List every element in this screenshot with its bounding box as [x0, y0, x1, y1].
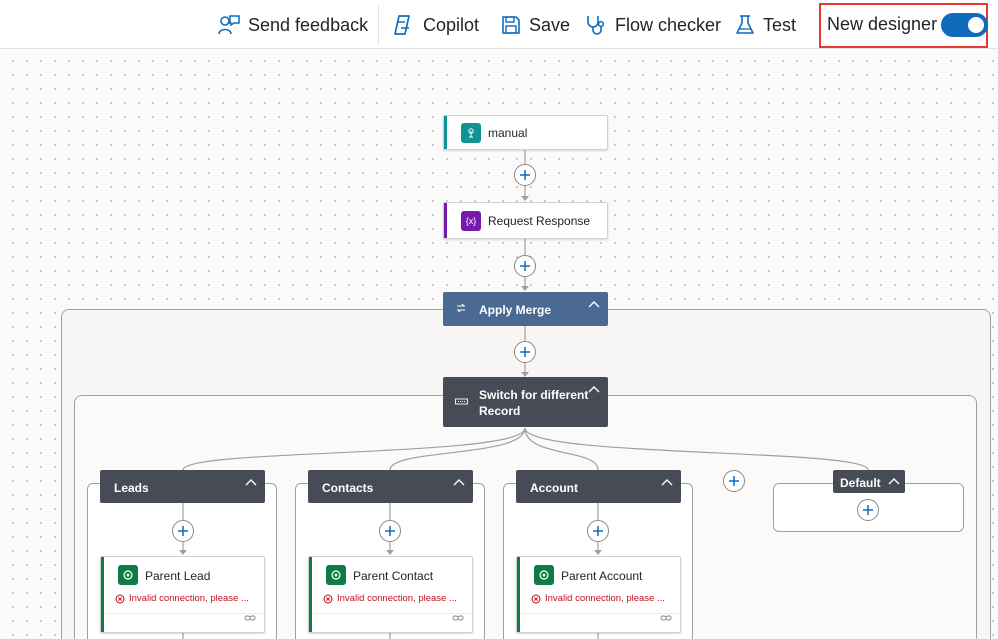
dataverse-icon — [118, 565, 138, 585]
flow-checker-button[interactable]: Flow checker — [585, 8, 721, 42]
error-circle-icon — [115, 594, 125, 603]
action-card-parent-contact[interactable]: Parent Contact Invalid connection, pleas… — [308, 556, 473, 633]
dataverse-icon — [534, 565, 554, 585]
case-header-account[interactable]: Account — [516, 470, 681, 503]
connection-link-icon[interactable] — [660, 612, 672, 626]
plus-icon — [520, 170, 530, 180]
hand-touch-icon — [461, 123, 481, 143]
add-step-button[interactable] — [379, 520, 401, 542]
send-feedback-button[interactable]: Send feedback — [218, 8, 368, 42]
add-step-button[interactable] — [857, 499, 879, 521]
save-label: Save — [529, 14, 571, 35]
card-accent — [444, 116, 447, 149]
card-accent — [444, 203, 447, 238]
send-feedback-label: Send feedback — [248, 14, 369, 35]
designer-toolbar: Send feedback Copilot Save Flow checker … — [0, 0, 998, 49]
apply-merge-header[interactable]: Apply Merge — [443, 292, 608, 326]
toggle-knob — [968, 17, 984, 33]
plus-icon — [520, 347, 530, 357]
error-text: Invalid connection, please ... — [129, 593, 249, 604]
plus-icon — [178, 526, 188, 536]
collapse-chevron-icon[interactable] — [588, 384, 600, 398]
loop-icon — [455, 302, 467, 317]
card-accent — [517, 557, 520, 632]
case-label: Account — [530, 481, 578, 495]
action-card-parent-lead[interactable]: Parent Lead Invalid connection, please .… — [100, 556, 265, 633]
error-text: Invalid connection, please ... — [337, 593, 457, 604]
action-card-request-response[interactable]: {x} Request Response — [443, 202, 608, 239]
error-circle-icon — [531, 594, 541, 603]
switch-title-line2: Record — [479, 404, 521, 418]
error-message: Invalid connection, please ... — [323, 593, 457, 604]
card-divider — [312, 613, 472, 614]
apply-merge-title: Apply Merge — [479, 303, 552, 317]
stethoscope-icon — [585, 14, 607, 36]
card-divider — [520, 613, 680, 614]
add-step-button[interactable] — [587, 520, 609, 542]
action-title: Parent Contact — [353, 569, 434, 583]
request-response-title: Request Response — [488, 214, 591, 228]
error-message: Invalid connection, please ... — [531, 593, 665, 604]
error-circle-icon — [323, 594, 333, 603]
test-label: Test — [763, 14, 797, 35]
case-header-contacts[interactable]: Contacts — [308, 470, 473, 503]
plus-icon — [593, 526, 603, 536]
switch-title-line1: Switch for different — [479, 388, 589, 402]
variable-braces-icon: {x} — [461, 211, 481, 231]
collapse-chevron-icon[interactable] — [661, 477, 673, 491]
collapse-chevron-icon[interactable] — [453, 477, 465, 491]
connection-link-icon[interactable] — [244, 612, 256, 626]
action-title: Parent Lead — [145, 569, 211, 583]
case-label: Contacts — [322, 481, 374, 495]
case-header-leads[interactable]: Leads — [100, 470, 265, 503]
action-title: Parent Account — [561, 569, 643, 583]
card-divider — [104, 613, 264, 614]
test-button[interactable]: Test — [735, 8, 796, 42]
add-step-button[interactable] — [514, 341, 536, 363]
error-message: Invalid connection, please ... — [115, 593, 249, 604]
copilot-label: Copilot — [423, 14, 480, 35]
action-card-parent-account[interactable]: Parent Account Invalid connection, pleas… — [516, 556, 681, 633]
case-label: Default — [840, 476, 881, 490]
copilot-icon — [391, 14, 415, 36]
new-designer-label: New designer — [827, 14, 938, 34]
add-step-button[interactable] — [514, 164, 536, 186]
connector-lines — [179, 149, 869, 639]
plus-icon — [385, 526, 395, 536]
switch-header[interactable]: Switch for different Record — [443, 377, 608, 427]
collapse-chevron-icon[interactable] — [245, 477, 257, 491]
trigger-title: manual — [488, 126, 528, 140]
flow-canvas[interactable]: manual {x} Request Response Apply Merge … — [0, 50, 998, 639]
switch-icon — [455, 396, 468, 410]
add-step-button[interactable] — [172, 520, 194, 542]
card-accent — [309, 557, 312, 632]
error-text: Invalid connection, please ... — [545, 593, 665, 604]
case-label: Leads — [114, 481, 149, 495]
collapse-chevron-icon[interactable] — [888, 476, 900, 490]
connection-link-icon[interactable] — [452, 612, 464, 626]
flask-icon — [735, 14, 755, 36]
collapse-chevron-icon[interactable] — [588, 299, 600, 313]
toolbar-separator — [378, 6, 379, 44]
feedback-icon — [218, 14, 240, 36]
card-accent — [101, 557, 104, 632]
trigger-card-manual[interactable]: manual — [443, 115, 608, 150]
plus-icon — [520, 261, 530, 271]
add-case-button[interactable] — [723, 470, 745, 492]
plus-icon — [729, 476, 739, 486]
copilot-button[interactable]: Copilot — [391, 8, 479, 42]
dataverse-icon — [326, 565, 346, 585]
add-step-button[interactable] — [514, 255, 536, 277]
save-button[interactable]: Save — [501, 8, 570, 42]
new-designer-toggle[interactable] — [941, 13, 988, 37]
case-header-default[interactable]: Default — [833, 470, 905, 493]
plus-icon — [863, 505, 873, 515]
flow-checker-label: Flow checker — [615, 14, 722, 35]
save-icon — [501, 15, 521, 35]
